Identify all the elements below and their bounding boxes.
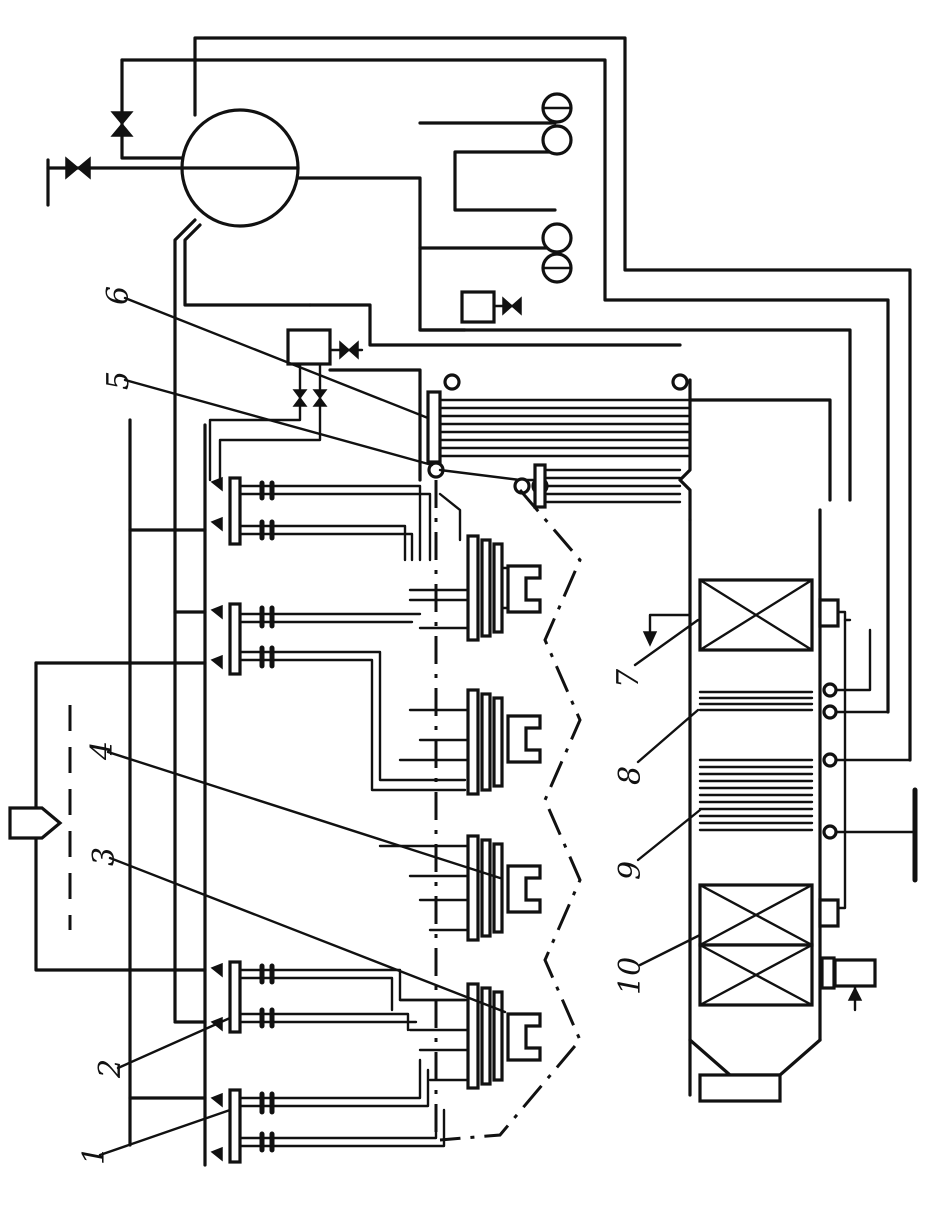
label-4: 4 [85,741,120,761]
burner-group-a [210,476,462,562]
burner-group-d [210,1058,446,1164]
economiser-bundle [698,758,814,832]
burner-group-b [210,602,467,792]
drum-piping [46,36,912,1022]
label-6: 6 [101,286,136,305]
burner-icon [408,534,542,642]
label-7: 7 [611,668,646,688]
superheater-bundle [426,373,692,522]
label-1: 1 [77,1146,112,1165]
label-3: 3 [87,847,122,866]
burner-icon [398,688,542,796]
connection-nodes [818,598,918,928]
burner-group-c [210,960,467,1034]
label-10: 10 [613,957,648,995]
controller-box [208,328,364,482]
arrow-left-icon [642,613,692,647]
callout-labels: 6 5 4 3 2 1 7 8 9 10 [77,286,648,1165]
valve-icon [110,111,134,137]
fuel-feeder [8,705,72,930]
air-heater-icon [698,883,814,1007]
label-8: 8 [613,766,648,785]
label-9: 9 [613,861,648,880]
burner-icon [378,834,542,942]
gauge-icon [541,92,573,284]
controller-box [460,290,522,324]
leader-lines [98,296,702,1157]
economiser-bundle [698,690,814,712]
valve-icon [65,156,91,180]
furnace-wall [439,489,582,1142]
vertical-pipes-left [34,418,207,1167]
label-2: 2 [93,1059,128,1079]
air-heater-icon [698,578,814,652]
label-5: 5 [101,371,136,390]
steam-drum [180,108,300,228]
fan-icon [820,956,877,1012]
burner-icon [398,982,542,1090]
